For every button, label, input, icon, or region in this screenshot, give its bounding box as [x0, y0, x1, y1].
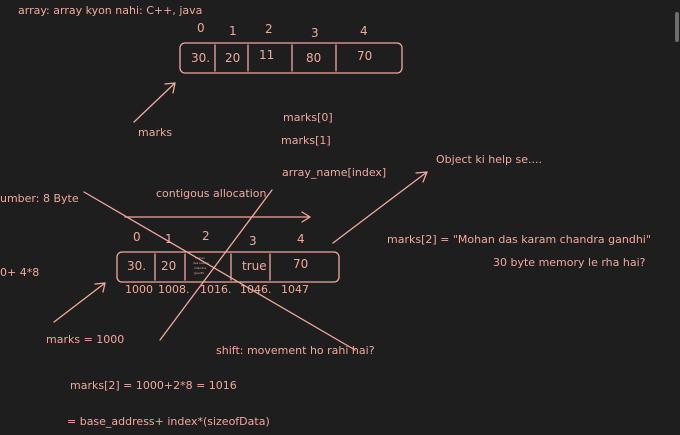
access-example-2: array_name[index] [282, 166, 386, 179]
address-2: 1016. [200, 283, 232, 296]
calc-line: marks[2] = 1000+2*8 = 1016 [70, 379, 237, 392]
top-index-3: 3 [311, 26, 319, 40]
bottom-cell-3: true [242, 259, 267, 273]
bottom-array: 30. 20 Mohan das karam chandra gandhi tr… [116, 251, 340, 283]
scrollbar-thumb[interactable] [675, 12, 679, 42]
strike-line [83, 191, 356, 351]
top-index-1: 1 [229, 24, 237, 38]
top-index-4: 4 [360, 24, 368, 38]
formula-line: = base_address+ index*(sizeofData) [67, 415, 270, 428]
arrow-to-object-help [332, 171, 428, 244]
arrow-marks-eq-to-array [53, 282, 106, 323]
bottom-index-4: 4 [297, 232, 305, 246]
bottom-cell-2-text: gandhi [194, 271, 204, 275]
vertical-scrollbar[interactable] [674, 0, 680, 435]
number-size-note: umber: 8 Byte [0, 192, 79, 205]
top-cell-2: 11 [259, 48, 274, 62]
marks-base-address: marks = 1000 [46, 333, 124, 346]
address-3: 1046. [240, 283, 272, 296]
address-4: 1047 [281, 283, 309, 296]
object-help-note: Object ki help se.... [436, 153, 542, 166]
top-array-indices: 0 1 2 3 4 [197, 21, 368, 40]
contiguous-arrow [124, 211, 311, 223]
access-example-0: marks[0] [283, 111, 333, 124]
arrow-marks-to-array [133, 82, 176, 123]
marks2-string-note: marks[2] = "Mohan das karam chandra gand… [387, 233, 651, 246]
strike-line [159, 189, 273, 341]
bottom-cell-2-text: chandra [194, 266, 206, 270]
bottom-array-addresses: 1000 1008. 1016. 1046. 1047 [125, 283, 309, 296]
top-array-outline [179, 42, 403, 74]
bottom-array-indices: 0 1 2 3 4 [133, 229, 305, 248]
top-cell-0: 30. [191, 51, 210, 65]
access-example-1: marks[1] [281, 134, 331, 147]
shift-note: shift: movement ho rahi hai? [216, 344, 375, 357]
bottom-cell-1: 20 [161, 259, 176, 273]
top-array: 30. 20 11 80 70 [179, 42, 403, 74]
bottom-index-1: 1 [165, 232, 173, 246]
bytes-question: 30 byte memory le rha hai? [493, 256, 646, 269]
partial-formula-note: 0+ 4*8 [0, 266, 39, 279]
bottom-cell-2-text: Mohan [195, 256, 205, 260]
top-index-0: 0 [197, 21, 205, 35]
bottom-index-3: 3 [249, 234, 257, 248]
header-note: array: array kyon nahi: C++, java [18, 4, 202, 17]
bottom-cell-0: 30. [127, 259, 146, 273]
top-index-2: 2 [265, 22, 273, 36]
address-0: 1000 [125, 283, 153, 296]
bottom-cell-2-text: das karam [193, 261, 209, 265]
bottom-array-outline [116, 251, 340, 283]
top-cell-1: 20 [225, 51, 240, 65]
label-marks: marks [138, 126, 172, 139]
address-1: 1008. [158, 283, 190, 296]
bottom-cell-4: 70 [293, 257, 308, 271]
top-cell-3: 80 [306, 51, 321, 65]
contiguous-label: contigous allocation [156, 187, 267, 200]
bottom-index-0: 0 [133, 230, 141, 244]
top-cell-4: 70 [357, 49, 372, 63]
bottom-index-2: 2 [202, 229, 210, 243]
